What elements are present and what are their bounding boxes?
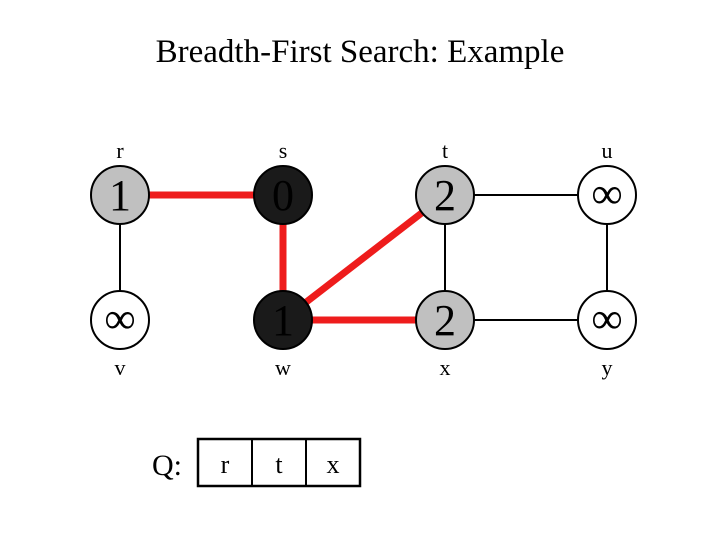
vertex-label: w [275,355,291,380]
vertex-circle [90,165,150,225]
queue-cell: x [305,438,361,487]
vertex-label: t [442,138,448,163]
vertex-distance: ∞ [104,294,135,343]
vertex-label: u [602,138,613,163]
queue-cell: t [251,438,307,487]
vertex-u: ∞u [577,138,637,225]
vertex-label: v [115,355,126,380]
queue-item: t [275,450,283,479]
queue: Q: r t x [152,437,362,488]
vertex-s: 0s [253,138,313,225]
vertex-distance: 2 [434,296,456,345]
vertex-circle [577,290,637,350]
vertex-label: y [602,355,613,380]
queue-outline [196,437,362,488]
vertex-circle [90,290,150,350]
vertex-distance: 1 [272,296,294,345]
vertex-circle [415,165,475,225]
vertex-r: 1r [90,138,150,225]
queue-label: Q: [152,449,182,482]
vertex-label: r [116,138,124,163]
vertex-y: ∞y [577,290,637,380]
vertex-distance: 2 [434,171,456,220]
vertex-circle [415,290,475,350]
queue-item: r [221,450,230,479]
vertex-distance: ∞ [591,169,622,218]
vertex-circle [253,165,313,225]
edge-w-t-tree [280,192,448,323]
vertex-circle [577,165,637,225]
vertex-w: 1w [253,290,313,380]
vertex-circle [253,290,313,350]
vertex-label: x [440,355,451,380]
queue-item: x [327,450,340,479]
edges-layer [119,191,608,324]
page-title: Breadth-First Search: Example [155,34,565,70]
vertex-v: ∞v [90,290,150,380]
vertex-distance: ∞ [591,294,622,343]
queue-cell: r [197,438,253,487]
vertex-x: 2x [415,290,475,380]
vertex-distance: 1 [109,171,131,220]
vertex-label: s [279,138,288,163]
vertex-distance: 0 [272,171,294,220]
vertex-t: 2t [415,138,475,225]
